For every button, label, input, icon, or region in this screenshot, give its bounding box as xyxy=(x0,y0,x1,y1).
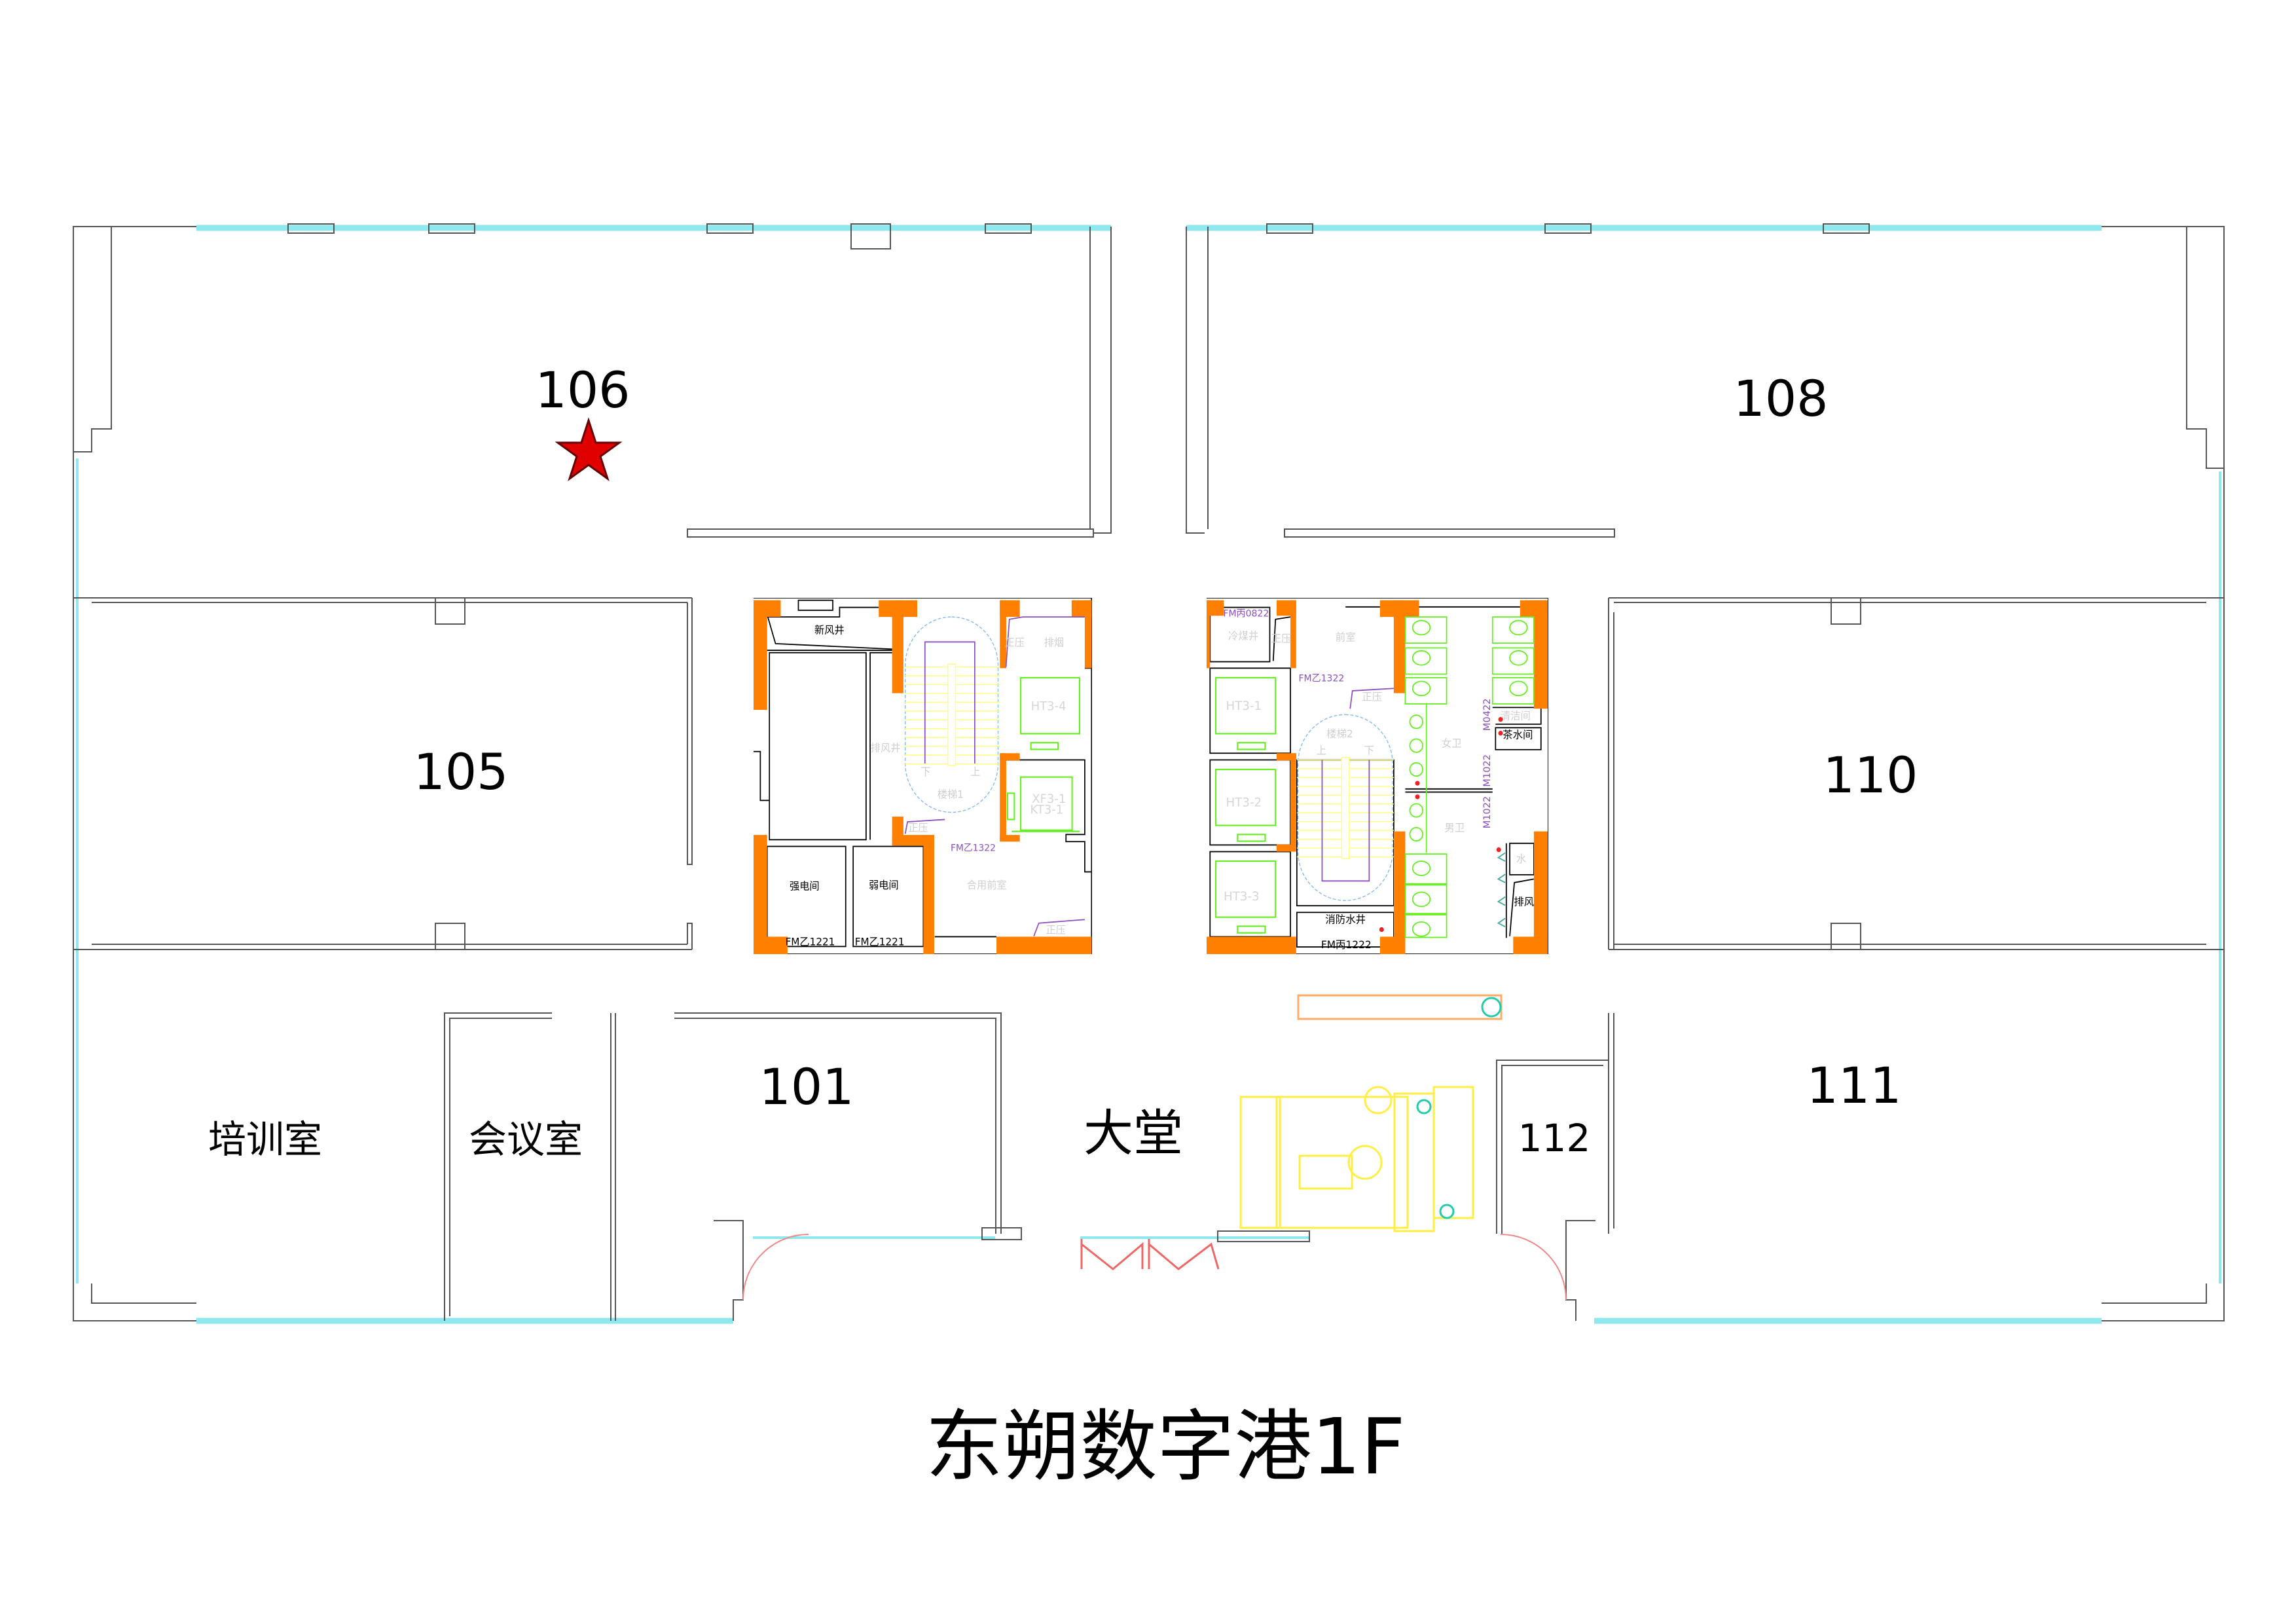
core-left: 新风井 排风井 强电间 弱电间 FM乙1221 FM乙1221 FM乙1322 … xyxy=(754,598,1092,954)
label-men: 男卫 xyxy=(1444,821,1465,834)
label-pressure: 正压 xyxy=(1005,637,1025,648)
label-fresh-air-shaft: 新风井 xyxy=(814,624,845,636)
label-elevator: XF3-1 xyxy=(1032,792,1066,807)
room-106: 106 xyxy=(535,361,630,419)
door-label: FM丙1222 xyxy=(1321,938,1372,951)
room-training: 培训室 xyxy=(208,1117,322,1162)
door-label: FM乙1322 xyxy=(951,843,996,853)
room-108: 108 xyxy=(1733,369,1828,428)
label-down: 下 xyxy=(920,766,930,778)
floor-title: 东朔数字港1F xyxy=(926,1401,1406,1492)
label-up: 上 xyxy=(1317,744,1326,756)
door-label: FM乙1322 xyxy=(1298,673,1344,684)
label-elevator: HT3-4 xyxy=(1031,699,1066,714)
stair-treads xyxy=(1296,757,1394,860)
label-elevator: HT3-2 xyxy=(1226,796,1262,809)
label-water: 水 xyxy=(1516,853,1527,865)
interior-walls xyxy=(73,528,2224,1321)
lobby-doors xyxy=(1080,1239,1220,1270)
label-elevator: HT3-3 xyxy=(1224,890,1260,904)
door-label: M0422 xyxy=(1482,699,1493,731)
label-exhaust-shaft: 排风井 xyxy=(871,742,901,754)
room-101: 101 xyxy=(759,1058,854,1116)
label-pressure: 正压 xyxy=(1046,924,1065,936)
label-pressure: 正压 xyxy=(1271,632,1292,644)
room-105: 105 xyxy=(413,743,508,801)
outer-walls xyxy=(73,223,2225,1321)
label-anteroom: 合用前室 xyxy=(967,879,1007,891)
elevators xyxy=(1214,676,1277,934)
core-right: FM丙0822 冷煤井 正压 正压 前室 FM乙1322 楼梯2 上 下 HT3… xyxy=(1207,598,1548,954)
door-label: FM乙1221 xyxy=(786,936,835,948)
label-elevator: HT3-1 xyxy=(1226,699,1262,713)
label-cleaning: 清洁间 xyxy=(1501,709,1531,722)
label-stair: 楼梯1 xyxy=(938,788,964,800)
room-meeting: 会议室 xyxy=(469,1117,583,1162)
door-label: M1022 xyxy=(1482,796,1493,829)
star-icon xyxy=(555,417,623,481)
label-weak-elec: 弱电间 xyxy=(869,879,899,891)
room-112: 112 xyxy=(1518,1116,1591,1160)
label-front-room: 前室 xyxy=(1336,631,1356,643)
label-elevator: KT3-1 xyxy=(1030,803,1063,817)
door-label: FM丙0822 xyxy=(1223,608,1269,619)
door-label: FM乙1221 xyxy=(855,936,905,948)
label-fire-water: 消防水井 xyxy=(1325,913,1366,925)
label-exhaust: 排风 xyxy=(1514,895,1534,908)
label-up: 上 xyxy=(970,766,980,778)
lobby-furniture xyxy=(1239,994,1503,1232)
label-stair: 楼梯2 xyxy=(1326,728,1353,740)
urinals xyxy=(1497,852,1506,927)
room-110: 110 xyxy=(1823,746,1918,804)
label-shaft: 冷煤井 xyxy=(1228,629,1258,642)
label-tea-room: 茶水间 xyxy=(1503,728,1533,741)
room-lobby: 大堂 xyxy=(1084,1104,1183,1162)
windows xyxy=(76,225,2221,1324)
hydrant-icons xyxy=(1379,716,1503,932)
label-down: 下 xyxy=(1364,744,1374,756)
label-strong-elec: 强电间 xyxy=(790,880,820,892)
door-label: M1022 xyxy=(1482,754,1493,787)
room-111: 111 xyxy=(1806,1056,1901,1115)
stair-treads xyxy=(903,663,1000,766)
label-smoke-exhaust: 排烟 xyxy=(1044,637,1064,648)
label-women: 女卫 xyxy=(1442,737,1462,749)
label-pressure: 正压 xyxy=(1362,690,1382,703)
toilets xyxy=(1404,616,1535,938)
label-pressure: 正压 xyxy=(908,822,928,834)
